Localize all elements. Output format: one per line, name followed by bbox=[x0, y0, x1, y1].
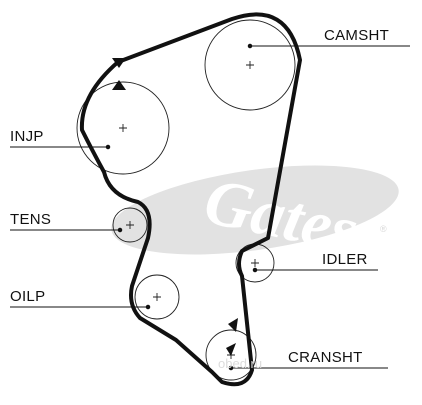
timing-mark-crank-lower bbox=[226, 343, 236, 356]
oil-pump-label: OILP bbox=[10, 288, 46, 305]
timing-mark-crank bbox=[228, 318, 238, 332]
tensioner-pulley bbox=[112, 207, 148, 243]
site-watermark: obed.ru bbox=[218, 356, 263, 371]
crankshaft-label: CRANSHT bbox=[288, 349, 363, 366]
idler-leader-dot bbox=[252, 267, 258, 273]
crankshaft-pulley bbox=[205, 329, 257, 381]
tensioner-leader-dot bbox=[117, 227, 123, 233]
camshaft-pulley bbox=[204, 19, 296, 111]
gates-watermark-logo bbox=[111, 165, 399, 255]
idler-label: IDLER bbox=[322, 251, 368, 268]
camshaft-center-mark bbox=[246, 61, 254, 69]
injection-pump-leader-dot bbox=[105, 144, 111, 150]
oil-pump-center-mark bbox=[153, 293, 161, 301]
camshaft-label: CAMSHT bbox=[324, 27, 390, 44]
timing-belt bbox=[79, 12, 302, 387]
idler-center-mark bbox=[251, 259, 259, 267]
injection-pump-label: INJP bbox=[10, 128, 44, 145]
oil-pump-leader-dot bbox=[145, 304, 151, 310]
crankshaft-leader-dot bbox=[228, 365, 234, 371]
camshaft-leader-dot bbox=[247, 43, 253, 49]
tensioner-center-mark bbox=[126, 221, 134, 229]
injection-pump-center-mark bbox=[119, 124, 127, 132]
tensioner-label: TENS bbox=[10, 211, 52, 228]
oil-pump-pulley bbox=[134, 274, 180, 320]
injection-pump-pulley bbox=[76, 81, 170, 175]
timing-mark-top bbox=[112, 58, 126, 90]
registered-mark: ® bbox=[380, 224, 387, 234]
